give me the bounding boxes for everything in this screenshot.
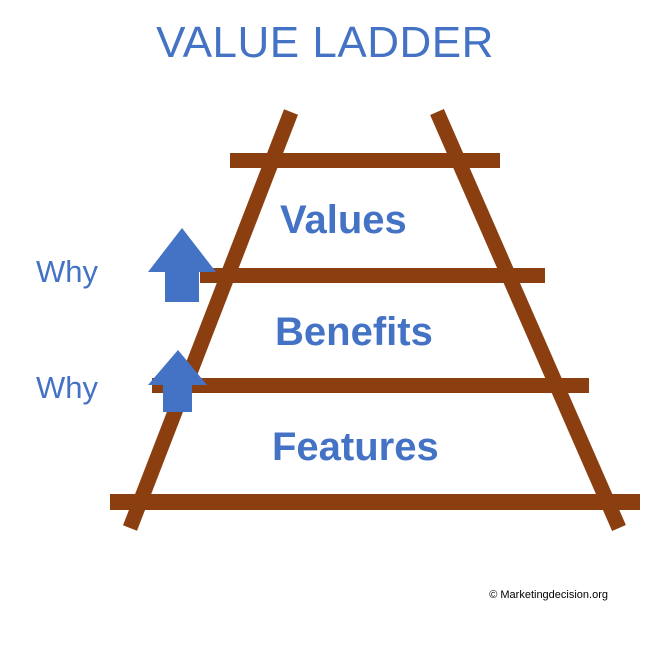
rung-label-benefits: Benefits [275, 310, 433, 354]
ladder-rung-third [152, 378, 589, 393]
ladder-rails [123, 108, 626, 532]
ladder-rail-right [430, 108, 626, 532]
why-label-bottom: Why [36, 370, 98, 405]
rung-label-features: Features [272, 425, 439, 469]
why-arrow-top-icon [148, 228, 216, 302]
why-arrow-bottom-icon [148, 350, 207, 412]
why-arrows [148, 228, 216, 412]
rung-label-values: Values [280, 198, 407, 242]
ladder-rung-second [200, 268, 545, 283]
ladder-rung-top [230, 153, 500, 168]
copyright-credit: © Marketingdecision.org [489, 589, 608, 601]
why-label-top: Why [36, 254, 98, 289]
ladder-rail-left [123, 109, 298, 531]
ladder-rung-bottom [110, 494, 640, 510]
page-title: VALUE LADDER [156, 18, 494, 67]
ladder-rungs [110, 153, 640, 510]
